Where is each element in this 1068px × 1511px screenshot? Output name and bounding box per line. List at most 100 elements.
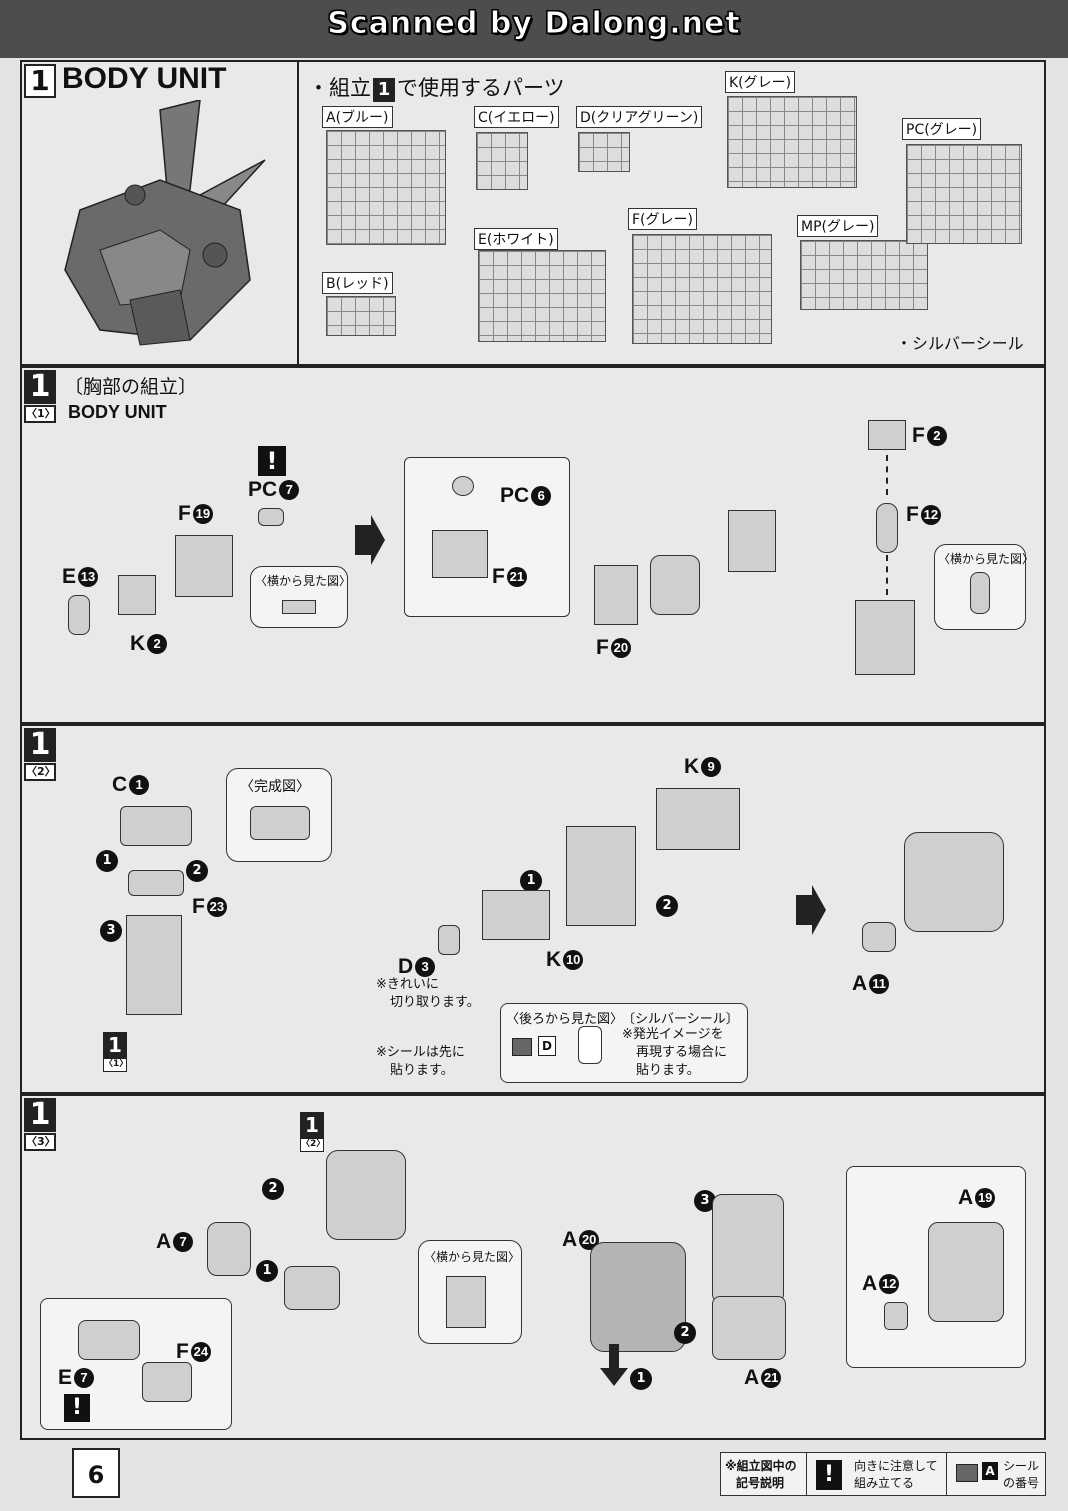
chest-assembly — [566, 826, 636, 926]
legend-seal-1: シール — [1003, 1459, 1040, 1473]
section-3-sub: 〈3〉 — [24, 1133, 56, 1151]
clear-part-c1 — [120, 806, 192, 846]
section-1-sub: 〈1〉 — [24, 405, 56, 423]
legend-caution-2: 組み立てる — [854, 1476, 915, 1490]
side-view-part-1 — [282, 600, 316, 614]
parts-heading-num: 1 — [373, 78, 395, 102]
parts-heading-suffix: で使用するパーツ — [397, 76, 565, 100]
step-1-marker-b: 1 — [520, 870, 542, 892]
frame-k10 — [482, 890, 550, 940]
ref-step-sub: 〈1〉 — [103, 1058, 128, 1072]
header-divider — [297, 60, 299, 366]
step-2-marker-d: 2 — [674, 1322, 696, 1344]
section-2-step-num: 1 — [24, 728, 56, 762]
runner-pc-label: PC(グレー) — [902, 118, 982, 140]
seal-letter-d: D — [538, 1036, 556, 1056]
frame-k9 — [656, 788, 740, 850]
runner-f-label: F(グレー) — [628, 208, 697, 230]
step-2-marker: 2 — [186, 860, 208, 882]
glow-note-1: ※発光イメージを — [622, 1027, 724, 1042]
joint-f12 — [876, 503, 898, 553]
runner-c-label: C(イエロー) — [474, 106, 559, 128]
runner-b-label: B(レッド) — [322, 272, 393, 294]
step-3-marker-c: 3 — [694, 1190, 716, 1212]
side-view-part-2 — [970, 572, 990, 614]
runner-f — [632, 234, 772, 344]
frame-f20 — [594, 565, 638, 625]
section-1-title-en: BODY UNIT — [68, 402, 167, 422]
assembly-line-2 — [886, 555, 890, 595]
armor-a19-left — [712, 1194, 784, 1304]
chest-core — [855, 600, 915, 675]
next-arrow-1 — [355, 515, 385, 565]
pilot-figure — [68, 595, 90, 635]
legend-divider-2 — [946, 1452, 947, 1496]
side-view-label-1: 〈横から見た図〉 — [255, 574, 352, 588]
legend-seal-letter: A — [982, 1462, 998, 1480]
next-arrow-2 — [796, 885, 826, 935]
scanner-banner: Scanned by Dalong.net — [327, 6, 741, 42]
runner-e-label: E(ホワイト) — [474, 228, 558, 250]
note-cut-2: 切り取ります。 — [390, 995, 480, 1010]
frame-f23 — [128, 870, 184, 896]
clear-part-d3 — [438, 925, 460, 955]
polycap-pc6 — [452, 476, 474, 496]
section-3-step-num: 1 — [24, 1098, 56, 1132]
top-bar — [0, 0, 1068, 58]
chest-assembled — [904, 832, 1004, 932]
section-3-ref-sub: 〈2〉 — [300, 1138, 325, 1152]
cap-f2 — [868, 420, 906, 450]
side-view-bubble-1 — [250, 566, 348, 628]
runner-mp — [800, 240, 928, 310]
frame-assembly-mid — [650, 555, 700, 615]
side-view-label-2: 〈横から見た図〉 — [938, 552, 1035, 566]
caution-icon: ! — [258, 446, 286, 476]
note-cut-1: ※きれいに — [376, 977, 439, 992]
seat-k2 — [118, 575, 156, 615]
armor-a19 — [928, 1222, 1004, 1322]
note-seal-2: 貼ります。 — [390, 1063, 454, 1078]
silver-seal-title: 〔シルバーシール〕 — [622, 1012, 739, 1027]
seal-shape — [578, 1026, 602, 1064]
step-1-marker-d: 1 — [630, 1368, 652, 1390]
parts-heading-prefix: ・組立 — [308, 76, 371, 100]
legend-seal-swatch — [956, 1464, 978, 1482]
side-view-part-3 — [446, 1276, 486, 1328]
runner-d-label: D(クリアグリーン) — [576, 106, 703, 128]
legend-title-1: ※組立図中の — [725, 1459, 797, 1473]
down-arrow — [600, 1344, 628, 1386]
frame-f24 — [142, 1362, 192, 1402]
runner-k — [727, 96, 857, 188]
silver-seal-label: ・シルバーシール — [896, 334, 1024, 353]
torso-assembly — [590, 1242, 686, 1352]
step-1-marker-c: 1 — [256, 1260, 278, 1282]
runner-mp-label: MP(グレー) — [797, 215, 879, 237]
frame-f21 — [432, 530, 488, 578]
chest-core-2 — [126, 915, 182, 1015]
seal-swatch — [512, 1038, 532, 1056]
part-a11-shape — [862, 922, 896, 952]
section-1-step-num: 1 — [24, 370, 56, 404]
runner-e — [478, 250, 606, 342]
ref-step-num: 1 — [103, 1032, 127, 1058]
body-unit-illustration — [64, 100, 266, 346]
side-view-label-3: 〈横から見た図〉 — [424, 1250, 521, 1264]
section-3-ref-num: 1 — [300, 1112, 324, 1138]
